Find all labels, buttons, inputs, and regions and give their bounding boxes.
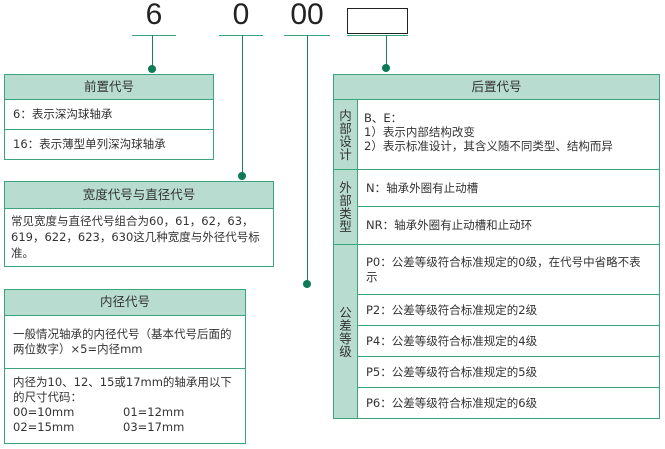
tolerance-row: P5：公差等级符合标准规定的5级 [358,357,659,388]
tolerance-row: P0：公差等级符合标准规定的0级，在代号中省略不表示 [358,245,659,295]
width-text: 常见宽度与直径代号组合为60，61，62，63，619，622，623，630这… [11,214,260,260]
connector-line [386,35,387,68]
connector-line [152,35,153,68]
connector-dot [382,64,390,72]
bore-code: 00=10mm [13,405,75,419]
tolerance-row: P4：公差等级符合标准规定的4级 [358,326,659,357]
external-row: NR：轴承外圈有止动槽和止动环 [358,207,659,245]
prefix-title: 前置代号 [5,75,213,100]
connector-dot [238,172,246,180]
bore-title: 内径代号 [5,290,245,316]
bore-box: 内径代号 一般情况轴承的内径代号（基本代号后面的两位数字）×5=内径mm 内径为… [4,289,246,444]
suffix-box: 后置代号 内部设计 B、E： 1）表示内部结构改变 2）表示标准设计，其含义随不… [333,74,660,419]
prefix-row: 6：表示深沟球轴承 [5,100,213,130]
tolerance-label: 公差等级 [334,245,358,418]
width-diameter-box: 宽度代号与直径代号 常见宽度与直径代号组合为60，61，62，63，619，62… [4,181,274,267]
bore-code: 02=15mm [13,420,75,434]
underline [132,35,176,36]
external-row: N：轴承外圈有止动槽 [358,170,659,207]
suffix-placeholder-box [347,8,408,34]
internal-line: 1）表示内部结构改变 [364,125,475,139]
external-type-label: 外部类型 [334,170,358,245]
width-title: 宽度代号与直径代号 [5,182,273,209]
code-digit-series: 0 [232,0,250,31]
prefix-box: 前置代号 6：表示深沟球轴承 16：表示薄型单列深沟球轴承 [4,74,214,160]
code-digit-type: 6 [145,0,163,31]
bore-text2: 内径为10、12、15或17mm的轴承用以下的尺寸代码： [13,375,232,404]
tolerance-row: P2：公差等级符合标准规定的2级 [358,295,659,326]
suffix-title: 后置代号 [334,75,659,100]
connector-line [242,35,243,175]
underline [219,35,263,36]
connector-dot [303,280,311,288]
bore-code: 01=12mm [123,405,185,419]
connector-dot [148,65,156,73]
underline [347,35,408,36]
bore-code: 03=17mm [123,420,185,434]
bore-text: 一般情况轴承的内径代号（基本代号后面的两位数字）×5=内径mm [5,316,245,369]
code-digit-bore: 00 [290,0,324,31]
connector-line [307,35,308,283]
internal-line: B、E： [364,111,403,125]
tolerance-row: P6：公差等级符合标准规定的6级 [366,395,538,410]
prefix-row: 16：表示薄型单列深沟球轴承 [13,137,166,151]
internal-line: 2）表示标准设计，其含义随不同类型、结构而异 [364,139,613,153]
internal-design-label: 内部设计 [334,100,358,170]
